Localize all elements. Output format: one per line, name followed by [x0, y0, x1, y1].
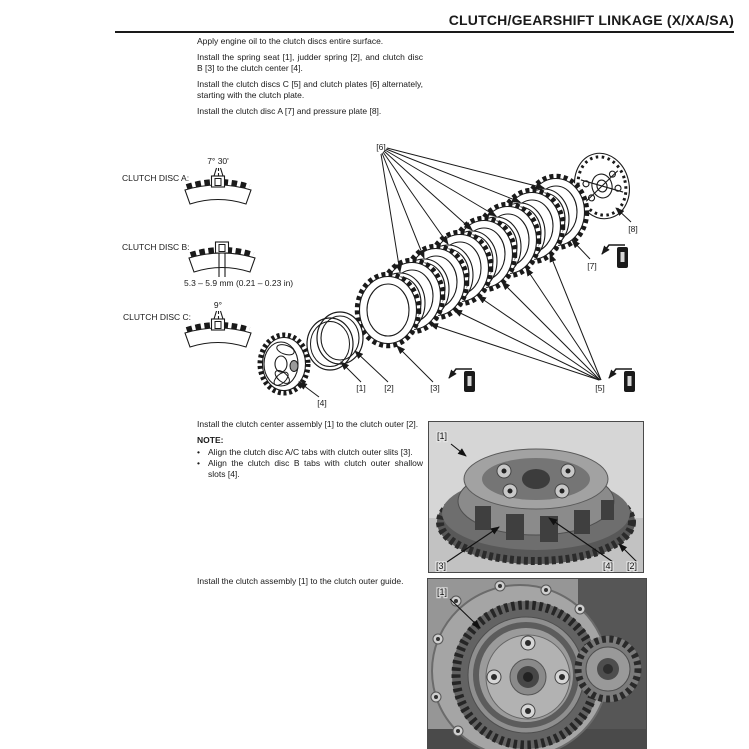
photo2-label-1: [1]: [437, 587, 447, 597]
instruction-paragraph-2: Install the spring seat [1], judder spri…: [197, 52, 423, 73]
part-label-4: [4]: [317, 398, 326, 408]
clutch-disc-b-profile-drawing: [188, 241, 256, 277]
bullet-marker: •: [197, 446, 200, 457]
clutch-disc-b: [357, 274, 419, 346]
part-label-8: [8]: [628, 224, 637, 234]
guide-instructions: Install the clutch assembly [1] to the c…: [197, 576, 437, 592]
photo1-label-2: [2]: [627, 561, 637, 571]
instruction-paragraph-1: Apply engine oil to the clutch discs ent…: [197, 36, 384, 46]
assembly-paragraph: Install the clutch center assembly [1] t…: [197, 419, 419, 429]
part-label-5: [5]: [595, 383, 604, 393]
clutch-disc-c-label: CLUTCH DISC C:: [123, 312, 192, 322]
clutch-disc-c-profile-drawing: [184, 310, 252, 348]
pressure-plate-drawing: [574, 152, 630, 220]
instruction-paragraph-3: Install the clutch discs C [5] and clutc…: [197, 79, 423, 100]
leader-arrows-single: [298, 207, 632, 398]
intro-text: Apply engine oil to the clutch discs ent…: [197, 36, 423, 122]
clutch-center-assembly-photo: [1] [3] [4] [2]: [428, 421, 644, 573]
page-title: CLUTCH/GEARSHIFT LINKAGE (X/XA/SA): [448, 12, 734, 28]
photo1-label-1: [1]: [437, 431, 447, 441]
assembly-instructions: Install the clutch center assembly [1] t…: [197, 419, 423, 480]
part-label-1: [1]: [356, 383, 365, 393]
bullet-marker: •: [197, 458, 200, 469]
clutch-center-drawing: [257, 332, 311, 396]
clutch-center-face-photo-drawing: [463, 448, 609, 510]
leader-arrows-plates-6: [380, 147, 545, 273]
photo1-leader-arrows: [446, 443, 638, 563]
pressure-plate-photo-drawing: [485, 634, 571, 720]
note-title: NOTE:: [197, 435, 224, 446]
instruction-paragraph-4: Install the clutch disc A [7] and pressu…: [197, 106, 382, 117]
spring-seat-judder-spring-drawing: [306, 311, 364, 371]
part-label-6: [6]: [376, 142, 385, 152]
primary-gear-photo-drawing: [574, 635, 642, 703]
clutch-disc-b-dimension: 5.3 – 5.9 mm (0.21 – 0.23 in): [184, 278, 294, 288]
clutch-disc-a-dimension: 7° 30': [207, 156, 229, 166]
photo2-leader-arrow: [449, 598, 481, 629]
oil-icon: [602, 245, 628, 268]
guide-paragraph: Install the clutch assembly [1] to the c…: [197, 576, 404, 586]
leader-arrows-discs-5: [429, 253, 602, 381]
clutch-disc-a-profile-drawing: [184, 167, 252, 205]
note-bullet-1: • Align the clutch disc A/C tabs with cl…: [197, 446, 413, 457]
clutch-disc-b-label: CLUTCH DISC B:: [122, 242, 190, 252]
header-rule: [115, 31, 734, 33]
note-bullet-2: • Align the clutch disc B tabs with clut…: [197, 458, 423, 479]
clutch-disc-c-dimension: 9°: [213, 300, 223, 310]
photo1-label-3: [3]: [436, 561, 446, 571]
part-label-2: [2]: [384, 383, 393, 393]
clutch-disc-a-label: CLUTCH DISC A:: [122, 173, 190, 183]
exploded-clutch-diagram: [6] [8] [7] [5] [3] [2] [1] [4]: [257, 142, 638, 408]
photo1-label-4: [4]: [603, 561, 613, 571]
part-label-7: [7]: [587, 261, 596, 271]
clutch-installed-photo: [1]: [427, 578, 647, 749]
oil-icon: [609, 369, 635, 392]
part-label-3: [3]: [430, 383, 439, 393]
oil-icon: [449, 369, 475, 392]
